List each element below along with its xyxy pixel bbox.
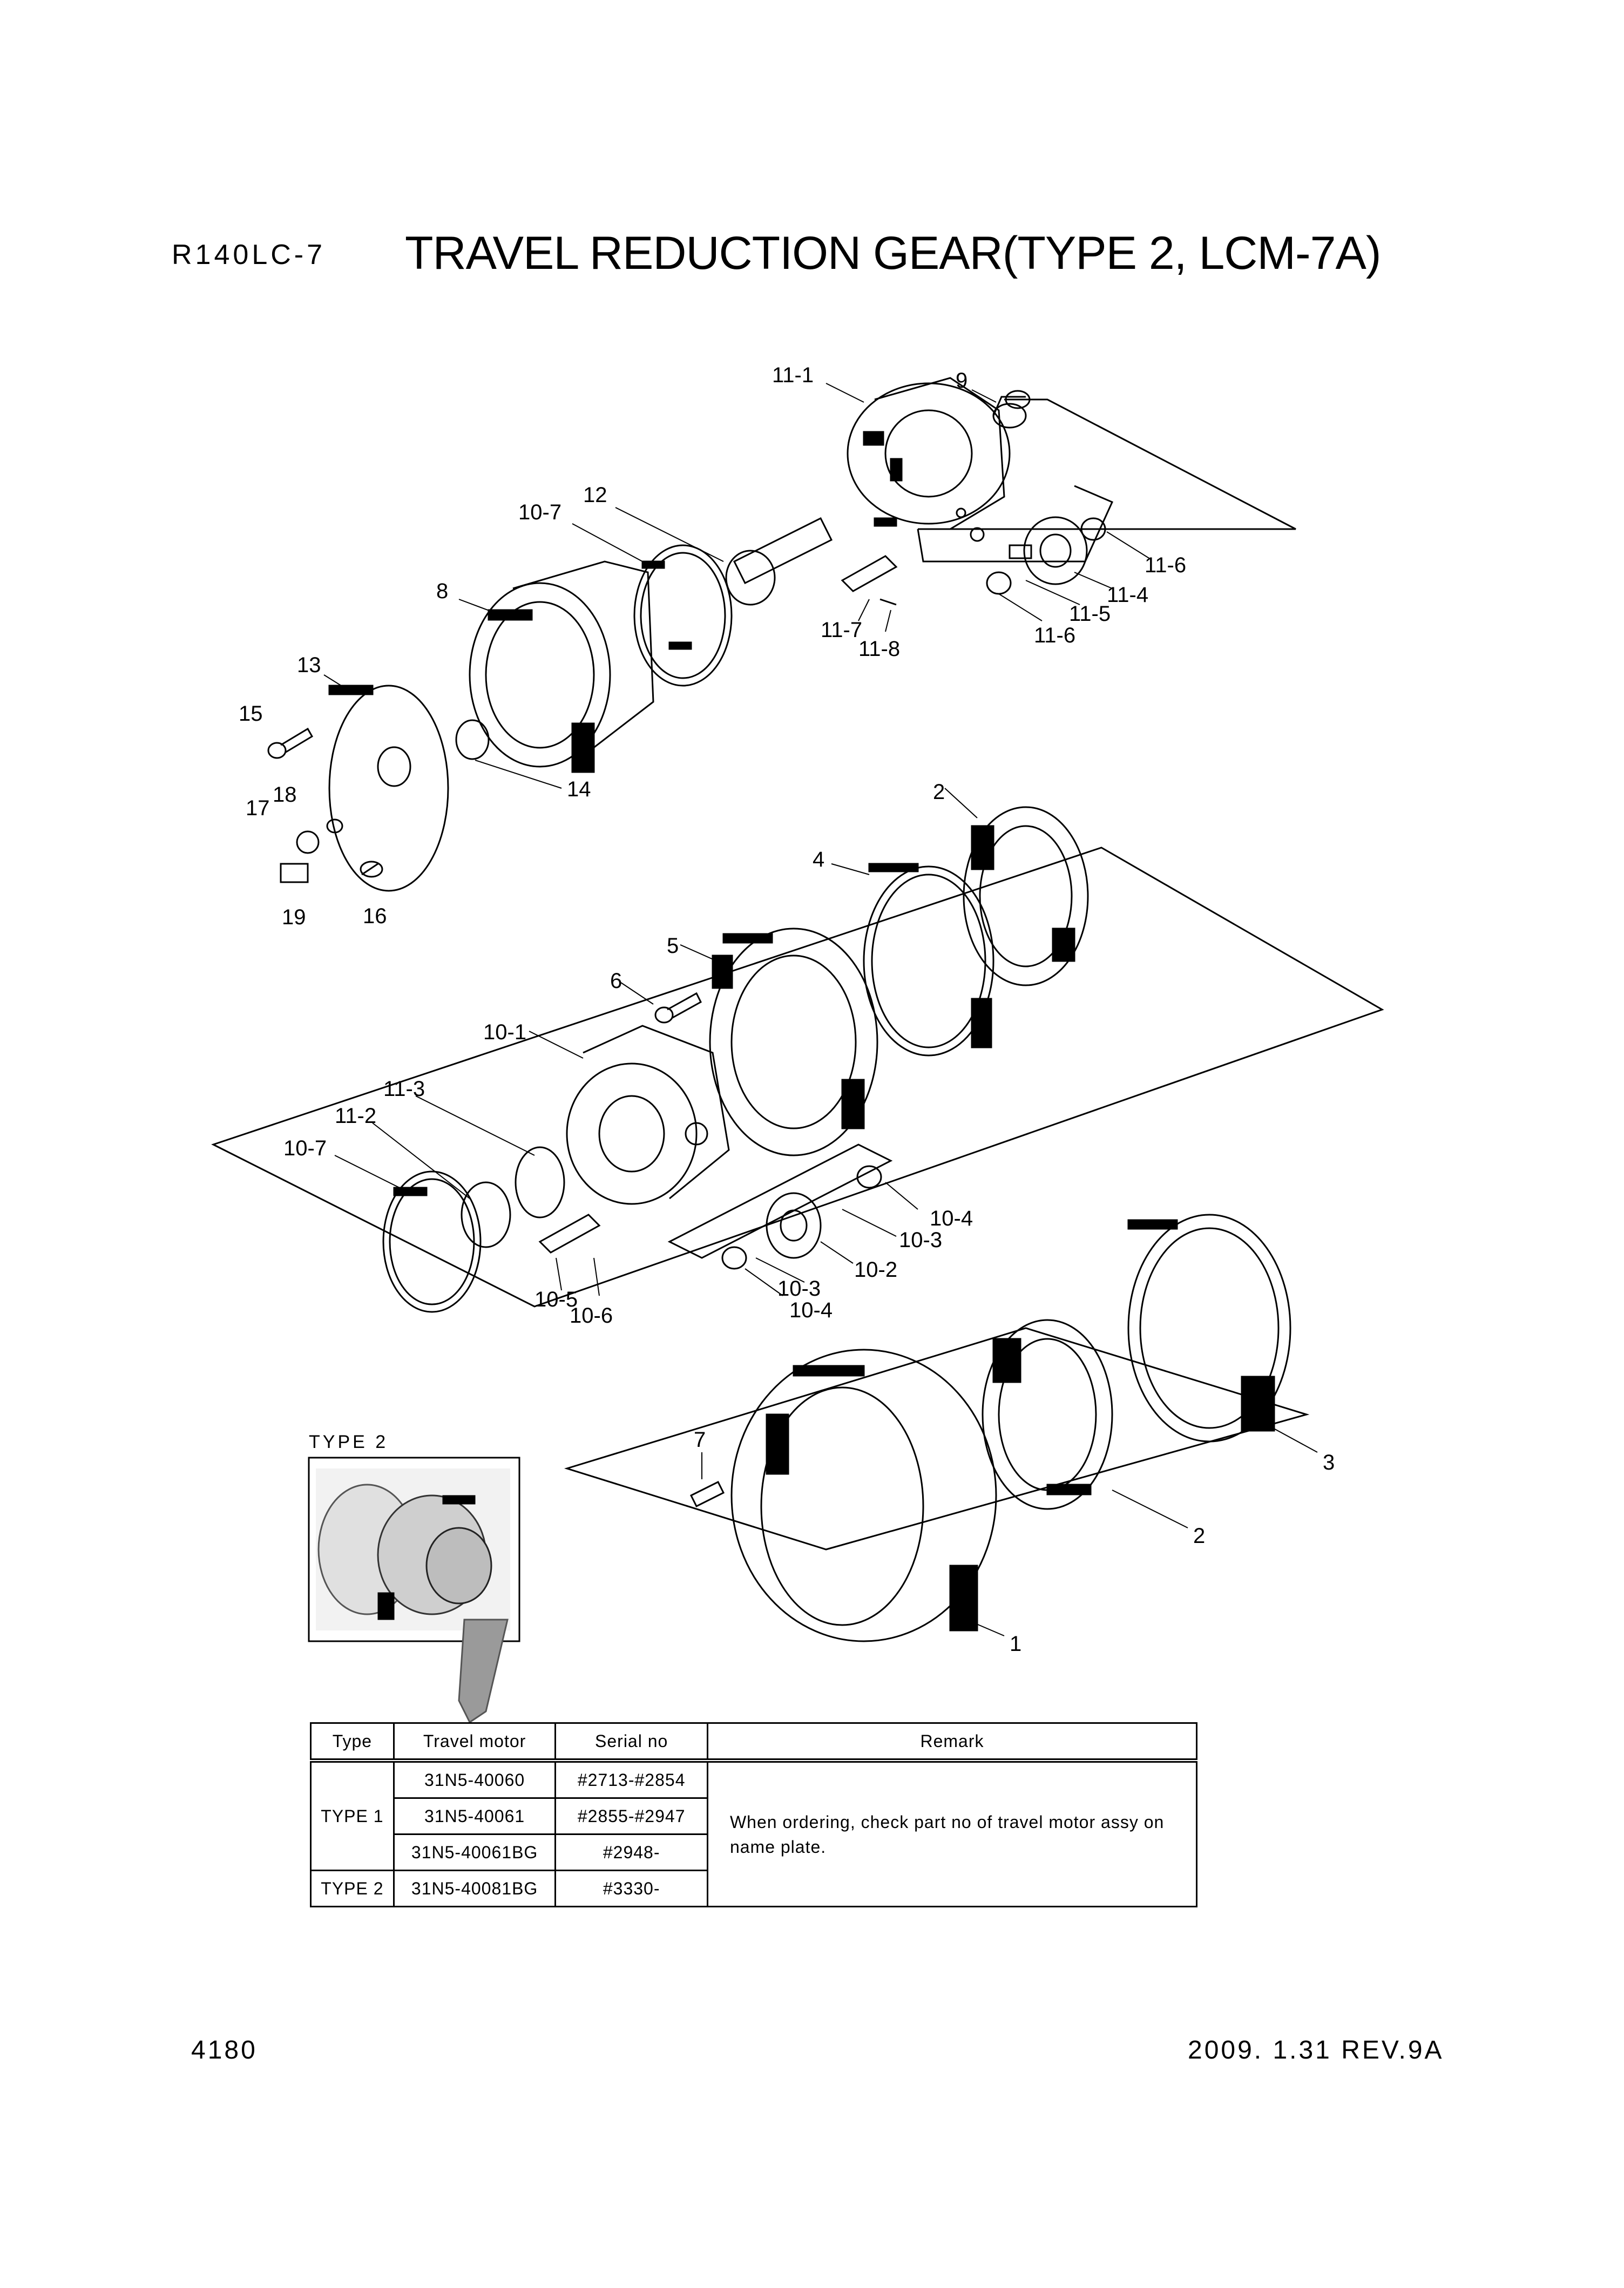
inset-label: TYPE 2: [309, 1432, 389, 1452]
callout: 15: [239, 702, 263, 726]
table-row: TYPE 2 31N5-40081BG #3330-: [310, 1870, 1197, 1907]
thrust-ring-10-7-upper: [633, 544, 733, 687]
callout: 6: [610, 969, 622, 993]
table-row: TYPE 1 31N5-40060 #2713-#2854 When order…: [310, 1759, 1198, 1907]
header-remark: Remark: [706, 1722, 1198, 1763]
callout: 11-4: [1107, 583, 1148, 607]
header-travel-motor: Travel motor: [393, 1722, 557, 1763]
motor-cell: 31N5-40061BG: [393, 1833, 557, 1871]
motor-spec-table: Type Travel motor Serial no Remark TYPE …: [310, 1722, 1198, 1907]
callout: 14: [567, 777, 591, 801]
callout: 11-3: [383, 1077, 425, 1101]
revision-date: 2009. 1.31 REV.9A: [1188, 2036, 1444, 2064]
callout: 10-4: [789, 1298, 833, 1322]
callout: 2: [933, 780, 945, 804]
name-plate-19: [280, 863, 309, 883]
callout: 11-5: [1069, 602, 1111, 626]
page-number: 4180: [191, 2036, 258, 2064]
pin-7: [689, 1480, 725, 1508]
upper-group-outline: [918, 398, 1296, 530]
callout: 5: [667, 934, 679, 958]
serial-cell: #2948-: [554, 1833, 708, 1871]
callout: 11-6: [1034, 624, 1075, 647]
motor-cell: 31N5-40060: [393, 1759, 557, 1799]
callout: 19: [282, 905, 306, 929]
lower-group-outline: [564, 1327, 1310, 1551]
plug-16: [360, 861, 383, 878]
bush-9: [992, 390, 1031, 429]
callout: 11-8: [858, 637, 900, 661]
callout: 10-7: [283, 1136, 327, 1160]
callout: 4: [813, 848, 824, 871]
pin-11-7: [841, 555, 898, 606]
bearing-2-lower: [982, 1319, 1113, 1510]
callout: 10-2: [854, 1258, 897, 1282]
pin-10-5: [538, 1214, 601, 1254]
thrust-ring-10-7-lower: [382, 1170, 482, 1313]
remark-cell: When ordering, check part no of travel m…: [706, 1759, 1198, 1907]
leader-lines: [323, 383, 1318, 1636]
callout: 10-1: [483, 1020, 526, 1044]
callout: 3: [1323, 1451, 1335, 1474]
motor-cell: 31N5-40061: [393, 1797, 557, 1835]
page-title: TRAVEL REDUCTION GEAR(TYPE 2, LCM-7A): [405, 227, 1382, 279]
callout: 11-7: [821, 618, 862, 642]
gear-10-2: [721, 1165, 882, 1270]
planet-gear-11-4: [986, 516, 1106, 595]
callout: 10-6: [570, 1304, 613, 1328]
seal-3: [1127, 1214, 1291, 1443]
callout: 13: [297, 653, 321, 677]
housing-1: [730, 1349, 997, 1642]
ring-gear-8: [469, 560, 654, 773]
plug-17: [296, 818, 343, 854]
model-code: R140LC-7: [172, 239, 326, 270]
serial-cell: #3330-: [554, 1870, 708, 1907]
table-header-row: Type Travel motor Serial no Remark: [310, 1722, 1198, 1763]
callout: 11-6: [1145, 553, 1186, 577]
callout: 2: [1193, 1524, 1205, 1548]
bolt-15: [267, 727, 314, 759]
callout-labels: 11-1 9 12 10-7 8 11-6 11-4 11-5 11-6 11-…: [239, 363, 1335, 1656]
header-type: Type: [310, 1722, 395, 1763]
seal-4: [863, 863, 994, 1057]
carrier-10-1: [566, 1025, 730, 1205]
ring-11-3: [515, 1146, 565, 1219]
gear-11-2: [461, 1181, 511, 1248]
type-cell: TYPE 2: [310, 1870, 395, 1907]
serial-cell: #2713-#2854: [554, 1759, 708, 1799]
hub-5: [709, 928, 878, 1156]
header-serial-no: Serial no: [554, 1722, 708, 1763]
sun-shaft-12: [725, 517, 833, 606]
callout: 10-4: [930, 1207, 973, 1230]
o-ring-14: [455, 719, 490, 760]
cover-13: [328, 685, 449, 892]
callout: 7: [694, 1428, 706, 1452]
table-row: 31N5-40061 #2855-#2947: [311, 1797, 1197, 1835]
callout: 10-3: [777, 1277, 821, 1301]
callout: 9: [956, 369, 967, 392]
callout: 18: [273, 783, 297, 807]
callout: 10-3: [899, 1228, 942, 1252]
callout: 10-5: [534, 1288, 578, 1311]
gear-subgroup-outline: [667, 1143, 893, 1259]
callout: 16: [363, 904, 387, 928]
carrier-11-1: [847, 377, 1011, 542]
callout: 1: [1010, 1632, 1021, 1656]
callout: 12: [583, 483, 607, 507]
bolt-6: [654, 992, 702, 1024]
callout: 10-7: [518, 500, 561, 524]
bearing-2-upper: [963, 806, 1089, 986]
pointer-callout: [458, 1619, 509, 1724]
callout: 11-1: [772, 363, 814, 387]
middle-group-outline: [211, 847, 1384, 1308]
type-cell: TYPE 1: [310, 1759, 395, 1871]
callout: 8: [436, 579, 448, 603]
type2-inset: [308, 1457, 520, 1724]
callout: 17: [246, 796, 270, 820]
serial-cell: #2855-#2947: [554, 1797, 708, 1835]
motor-cell: 31N5-40081BG: [393, 1870, 557, 1907]
table-row: 31N5-40061BG #2948-: [311, 1833, 1197, 1871]
callout: 11-2: [335, 1104, 376, 1128]
